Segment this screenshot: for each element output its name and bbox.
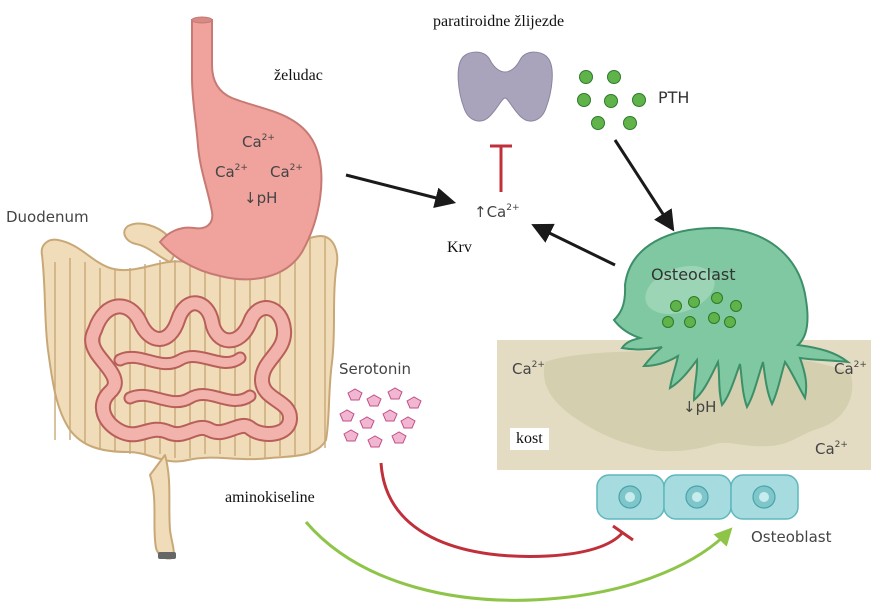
arrow-stomach-to-blood bbox=[346, 175, 452, 202]
pth-molecules bbox=[578, 71, 646, 130]
serotonin-label: Serotonin bbox=[339, 362, 411, 377]
stomach bbox=[160, 17, 321, 279]
osteoblast-cells bbox=[597, 475, 798, 519]
arrow-osteoclast-to-blood bbox=[535, 226, 615, 265]
rectum-end bbox=[158, 552, 176, 559]
stomach-calcium-2: Ca2+ bbox=[215, 164, 248, 180]
parathyroid-label: paratiroidne žlijezde bbox=[433, 14, 564, 30]
blood-label: Krv bbox=[447, 240, 472, 256]
arrow-pth-to-osteoclast bbox=[615, 140, 672, 228]
bone-label: kost bbox=[510, 428, 549, 450]
bone-ph-label: ↓pH bbox=[683, 400, 716, 415]
stomach-label: želudac bbox=[274, 68, 323, 84]
aminoacids-label: aminokiseline bbox=[225, 490, 315, 506]
osteoclast-label: Osteoclast bbox=[651, 267, 736, 283]
inhibition-calcium-to-parathyroid bbox=[490, 146, 512, 192]
bone-calcium-3: Ca2+ bbox=[815, 441, 848, 457]
blood-calcium-label: ↑Ca2+ bbox=[474, 204, 520, 220]
stomach-ph-label: ↓pH bbox=[244, 191, 277, 206]
osteoblast-label: Osteoblast bbox=[751, 530, 832, 545]
parathyroid-gland bbox=[458, 52, 552, 121]
stomach-calcium-1: Ca2+ bbox=[242, 134, 275, 150]
bone-calcium-1: Ca2+ bbox=[512, 361, 545, 377]
pth-label: PTH bbox=[658, 90, 689, 106]
duodenum-label: Duodenum bbox=[6, 210, 89, 225]
bone-calcium-2: Ca2+ bbox=[834, 361, 867, 377]
stomach-calcium-3: Ca2+ bbox=[270, 164, 303, 180]
serotonin-molecules bbox=[340, 388, 421, 447]
activation-aminoacids-to-osteoblast bbox=[306, 522, 730, 600]
inhibition-serotonin-to-osteoblast bbox=[381, 463, 633, 556]
